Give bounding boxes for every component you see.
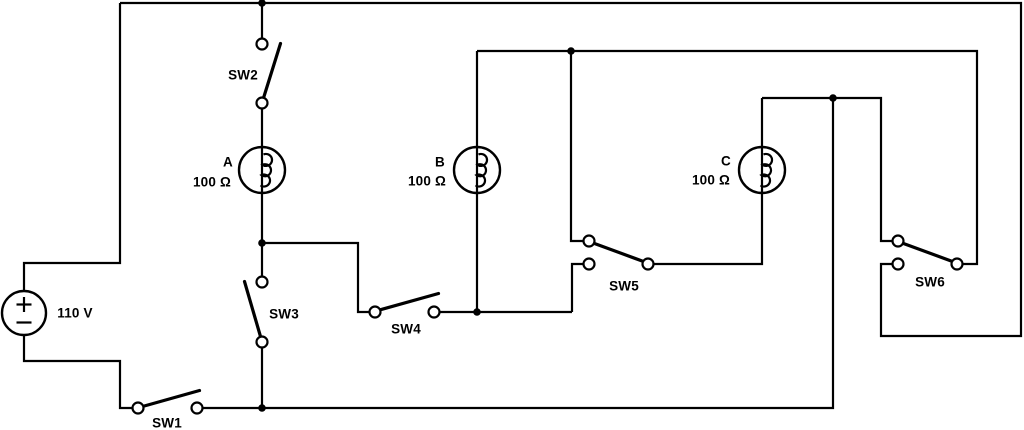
junction-dot	[258, 239, 266, 247]
junction-dot	[258, 0, 266, 7]
lamp-b-name-label: B	[435, 154, 445, 170]
switch-sw4-label: SW4	[391, 321, 421, 337]
wire	[477, 49, 979, 266]
wire	[569, 51, 584, 243]
lamp-b-icon	[452, 145, 502, 195]
wire	[120, 1, 1023, 338]
wire	[653, 98, 764, 266]
switch-sw2-icon[interactable]	[255, 37, 283, 110]
junction-dot	[829, 94, 837, 102]
wire	[762, 96, 893, 243]
wire	[570, 262, 584, 312]
switch-sw3-label: SW3	[269, 306, 299, 322]
wire	[22, 3, 122, 292]
switch-sw3-icon[interactable]	[242, 275, 269, 349]
voltage-source-icon	[0, 289, 48, 337]
filament-icon	[259, 152, 274, 188]
lamp-b-resistance-label: 100 Ω	[407, 173, 447, 189]
lamp-a-name-label: A	[223, 154, 233, 170]
switch-sw1-icon[interactable]	[131, 388, 204, 415]
junction-dot	[473, 308, 481, 316]
wire	[262, 241, 370, 314]
voltage-source-label: 110 V	[57, 305, 93, 321]
switch-sw6-icon[interactable]	[891, 234, 964, 271]
wires	[22, 1, 1023, 410]
junction-dot	[567, 47, 575, 55]
wire	[22, 334, 133, 410]
filament-icon	[474, 152, 489, 188]
filament-icon	[759, 152, 774, 188]
switch-sw5-icon[interactable]	[582, 234, 655, 271]
switch-sw5-label: SW5	[609, 278, 639, 294]
lamp-c-resistance-label: 100 Ω	[691, 172, 731, 188]
lamp-c-name-label: C	[721, 153, 731, 169]
junction-dot	[258, 404, 266, 412]
lamp-a-resistance-label: 100 Ω	[192, 174, 232, 190]
lamp-a-icon	[237, 145, 287, 195]
switch-sw2-label: SW2	[228, 67, 258, 83]
switch-sw6-label: SW6	[915, 274, 945, 290]
wire	[202, 98, 835, 410]
lamp-c-icon	[737, 145, 787, 195]
junction-dots	[258, 0, 837, 412]
switch-sw1-label: SW1	[152, 415, 182, 430]
switch-sw4-icon[interactable]	[368, 291, 441, 319]
